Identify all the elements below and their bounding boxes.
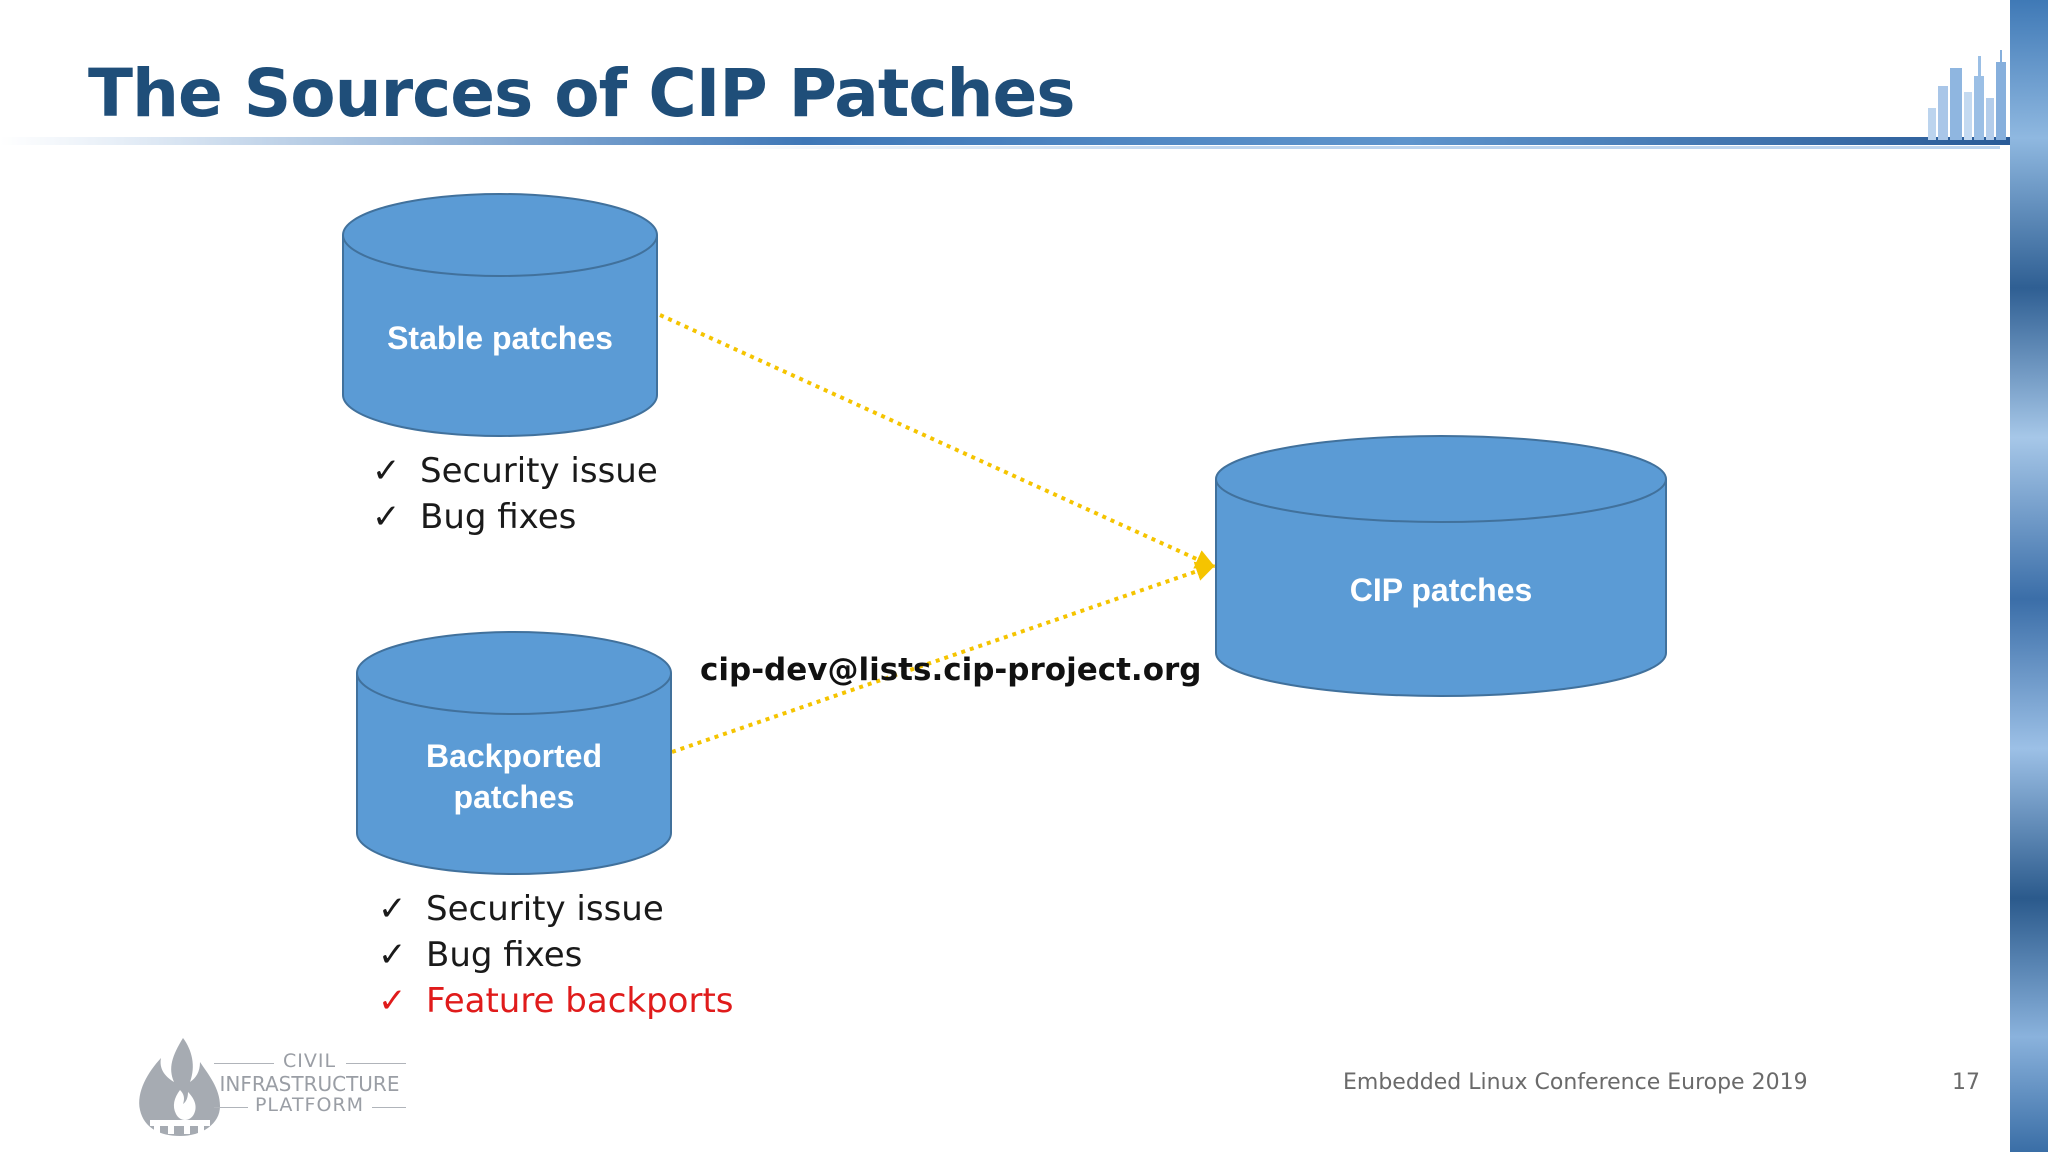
backported-patches-label-line2: patches: [454, 779, 575, 815]
list-item: ✓ Bug fixes: [372, 494, 658, 540]
page-number: 17: [1952, 1070, 1980, 1095]
check-icon: ✓: [372, 497, 401, 537]
check-icon: ✓: [378, 935, 407, 975]
logo-divider: [372, 1107, 406, 1108]
logo-text-platform: PLATFORM: [254, 1094, 365, 1116]
backported-patches-checklist: ✓ Security issue ✓ Bug fixes ✓ Feature back…: [378, 886, 734, 1024]
cip-flame-logo-icon: [139, 1038, 220, 1136]
title-underline: [0, 137, 2010, 145]
list-item-highlighted: ✓ Feature backports: [378, 978, 734, 1024]
stable-patches-label: Stable patches: [387, 320, 613, 356]
stable-patches-checklist: ✓ Security issue ✓ Bug fixes: [372, 448, 658, 540]
footer-conference-name: Embedded Linux Conference Europe 2019: [1343, 1070, 1808, 1095]
backported-patches-database: Backported patches: [356, 631, 672, 875]
stable-to-cip-arrow: [659, 313, 1216, 569]
logo-divider: [214, 1107, 248, 1108]
decorative-side-strip: [2010, 0, 2048, 1152]
logo-divider: [346, 1063, 406, 1064]
skyline-icon: [1928, 50, 2006, 140]
list-item-label: Bug fixes: [426, 935, 583, 975]
backported-patches-label-line1: Backported: [426, 738, 602, 774]
list-item: ✓ Bug fixes: [378, 932, 734, 978]
list-item-label: Feature backports: [426, 981, 734, 1021]
check-icon: ✓: [372, 451, 401, 491]
cip-patches-database: CIP patches: [1215, 435, 1667, 697]
logo-text-infrastructure: INFRASTRUCTURE: [219, 1072, 400, 1096]
slide-title: The Sources of CIP Patches: [88, 55, 1076, 132]
check-icon: ✓: [378, 981, 407, 1021]
check-icon: ✓: [378, 889, 407, 929]
cip-patches-label: CIP patches: [1350, 572, 1533, 608]
logo-text-civil: CIVIL: [282, 1050, 337, 1072]
list-item-label: Security issue: [426, 889, 664, 929]
stable-patches-database: Stable patches: [342, 193, 658, 437]
list-item-label: Bug fixes: [420, 497, 577, 537]
mailing-list-label: cip-dev@lists.cip-project.org: [700, 652, 1202, 688]
logo-divider: [214, 1063, 274, 1064]
list-item-label: Security issue: [420, 451, 658, 491]
title-underline-accent: [700, 146, 2000, 149]
list-item: ✓ Security issue: [378, 886, 734, 932]
list-item: ✓ Security issue: [372, 448, 658, 494]
